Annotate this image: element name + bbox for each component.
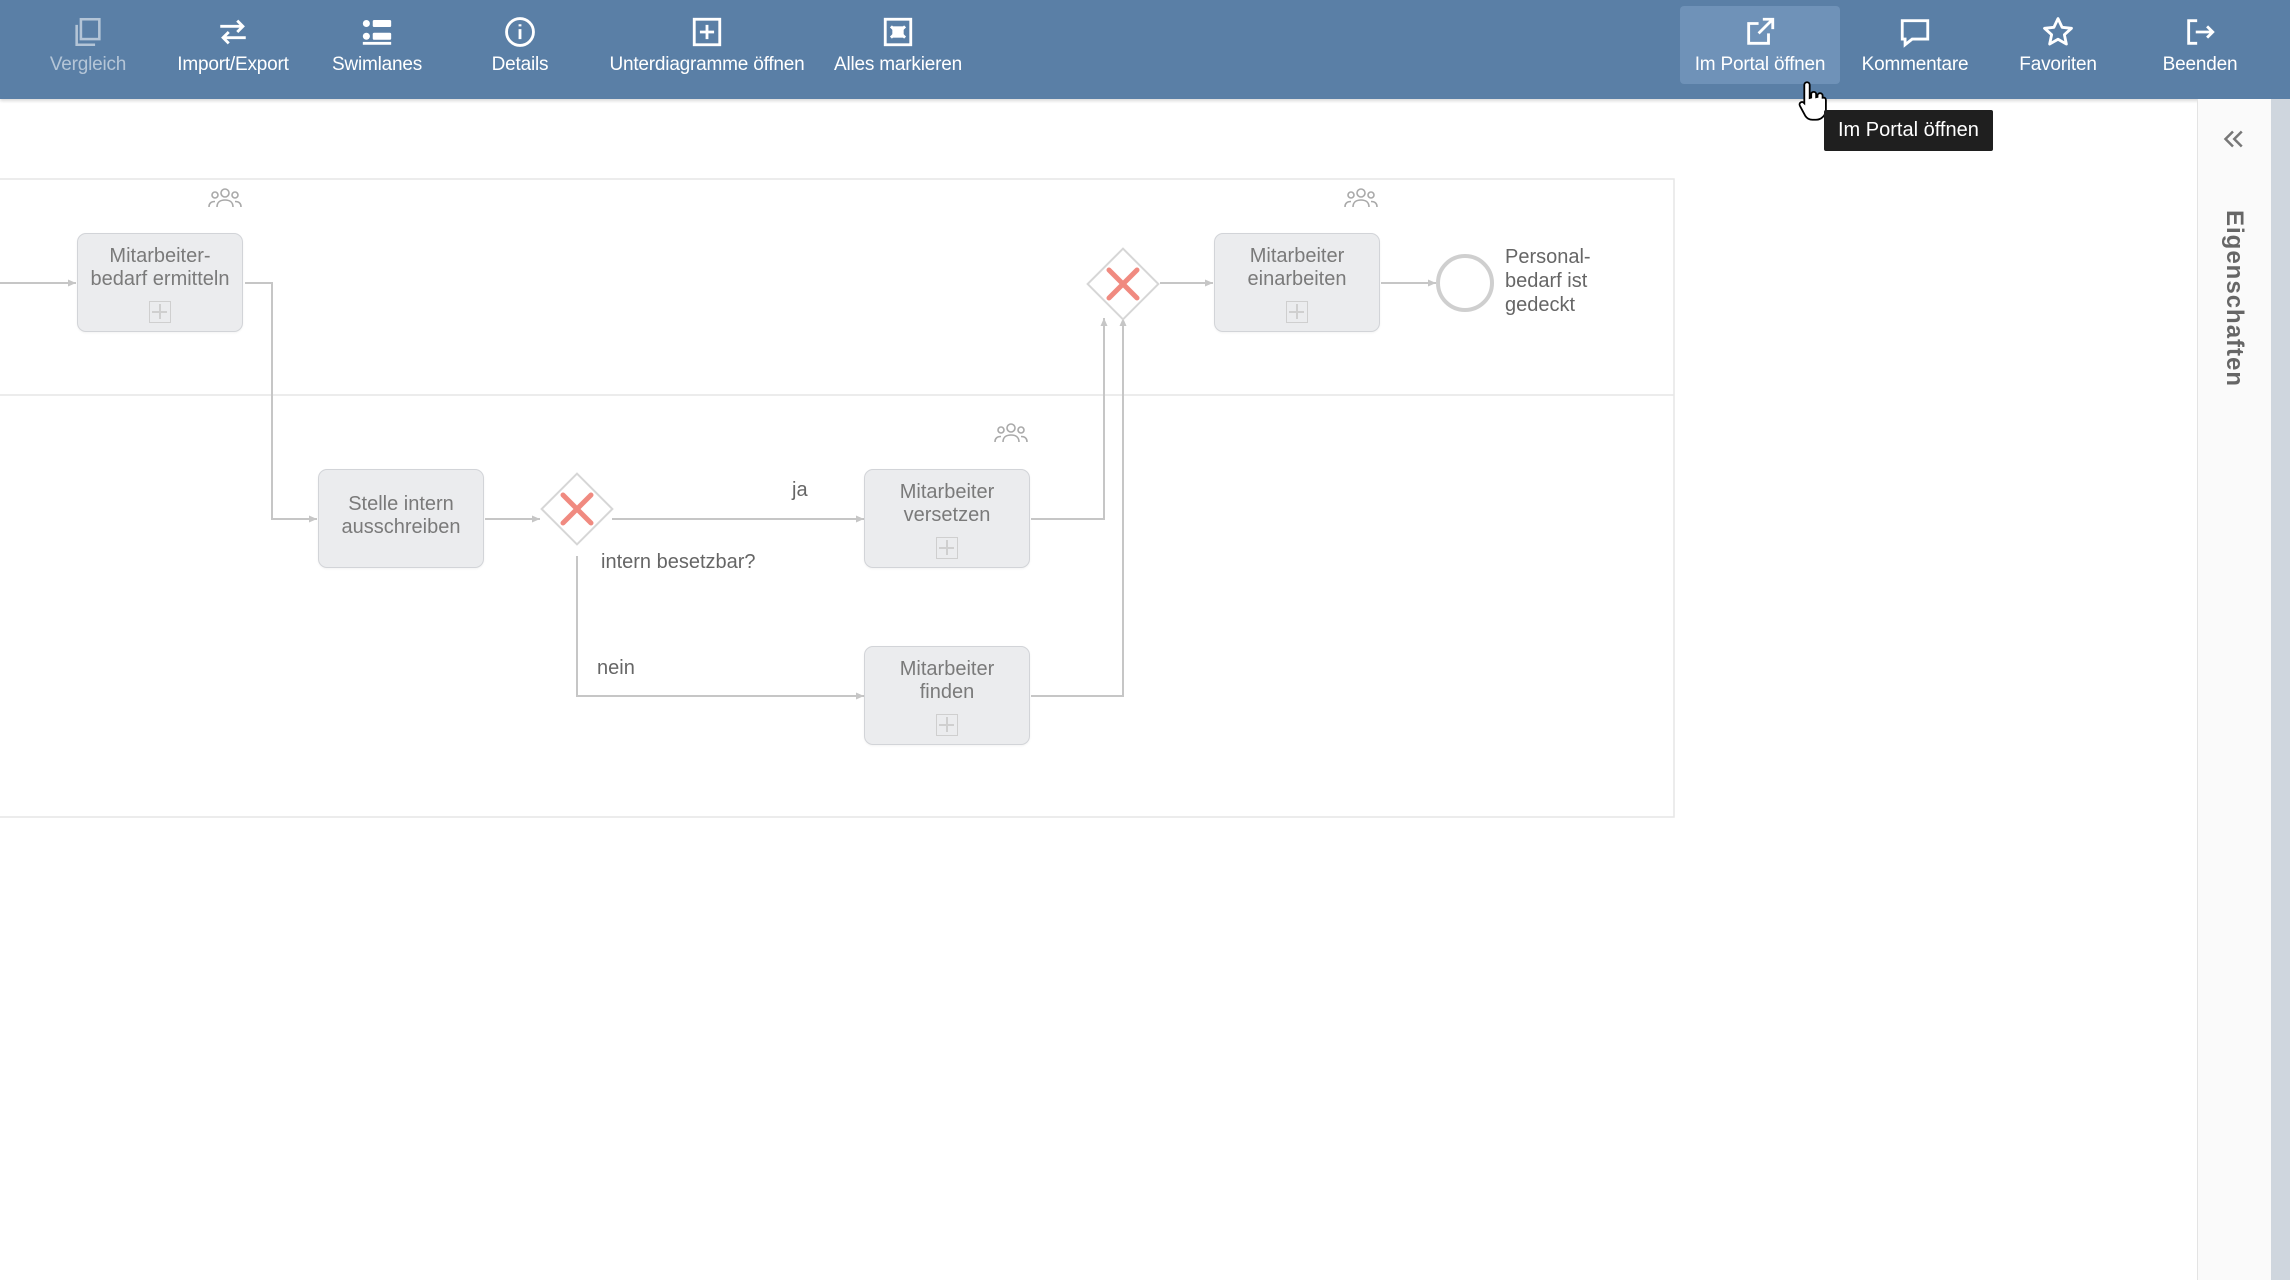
people-icon [994, 423, 1028, 443]
end-event-label: Personal- bedarf ist gedeckt [1505, 246, 1591, 316]
kommentare-button[interactable]: Kommentare [1852, 6, 1978, 84]
info-icon [500, 12, 540, 52]
task-mitarbeiter-finden[interactable]: Mitarbeiter finden [864, 646, 1030, 745]
gateway-merge [1086, 247, 1160, 321]
alles-markieren-button[interactable]: Alles markieren [823, 6, 973, 84]
bpmn-diagram-canvas[interactable]: Mitarbeiter- bedarf ermitteln Stelle int… [0, 99, 2196, 1280]
tooltip: Im Portal öffnen [1824, 110, 1993, 151]
comment-icon [1895, 12, 1935, 52]
people-icon [1344, 188, 1378, 208]
subprocess-marker-icon[interactable] [149, 301, 171, 323]
subprocess-marker-icon[interactable] [936, 537, 958, 559]
hand-cursor-icon [1798, 81, 1827, 121]
people-icon [208, 188, 242, 208]
star-icon [2038, 12, 2078, 52]
swap-arrows-icon [213, 12, 253, 52]
toolbar: Vergleich Import/Export Swimlanes Detail… [0, 0, 2290, 99]
sequence-flows [0, 279, 1436, 700]
task-mitarbeiter-versetzen[interactable]: Mitarbeiter versetzen [864, 469, 1030, 568]
logout-icon [2180, 12, 2220, 52]
task-mitarbeiterbedarf-ermitteln[interactable]: Mitarbeiter- bedarf ermitteln [77, 233, 243, 332]
properties-panel [2197, 99, 2272, 1280]
gateway-question-label: intern besetzbar? [601, 551, 756, 573]
compare-icon [68, 12, 108, 52]
window-edge [2271, 99, 2290, 1280]
unterdiagramme-button[interactable]: Unterdiagramme öffnen [597, 6, 817, 84]
properties-panel-title[interactable]: Eigenschaften [2221, 210, 2248, 388]
flow-label-yes: ja [792, 479, 808, 501]
favoriten-button[interactable]: Favoriten [2008, 6, 2108, 84]
gateway-intern-besetzbar [540, 472, 614, 546]
details-button[interactable]: Details [470, 6, 570, 84]
expand-plus-icon [687, 12, 727, 52]
flow-label-no: nein [597, 657, 635, 679]
subprocess-marker-icon[interactable] [1286, 301, 1308, 323]
swimlane-pool [0, 178, 1675, 818]
swimlanes-button[interactable]: Swimlanes [322, 6, 432, 84]
task-mitarbeiter-einarbeiten[interactable]: Mitarbeiter einarbeiten [1214, 233, 1380, 332]
im-portal-oeffnen-button[interactable]: Im Portal öffnen [1680, 6, 1840, 84]
end-event [1436, 254, 1494, 312]
beenden-button[interactable]: Beenden [2152, 6, 2248, 84]
vergleich-button[interactable]: Vergleich [38, 6, 138, 84]
select-all-icon [878, 12, 918, 52]
subprocess-marker-icon[interactable] [936, 714, 958, 736]
swimlanes-icon [357, 12, 397, 52]
import-export-button[interactable]: Import/Export [163, 6, 303, 84]
external-link-icon [1740, 12, 1780, 52]
task-stelle-intern-ausschreiben[interactable]: Stelle intern ausschreiben [318, 469, 484, 568]
double-chevron-left-icon[interactable] [2218, 124, 2248, 154]
diagram-connections [0, 178, 1675, 818]
